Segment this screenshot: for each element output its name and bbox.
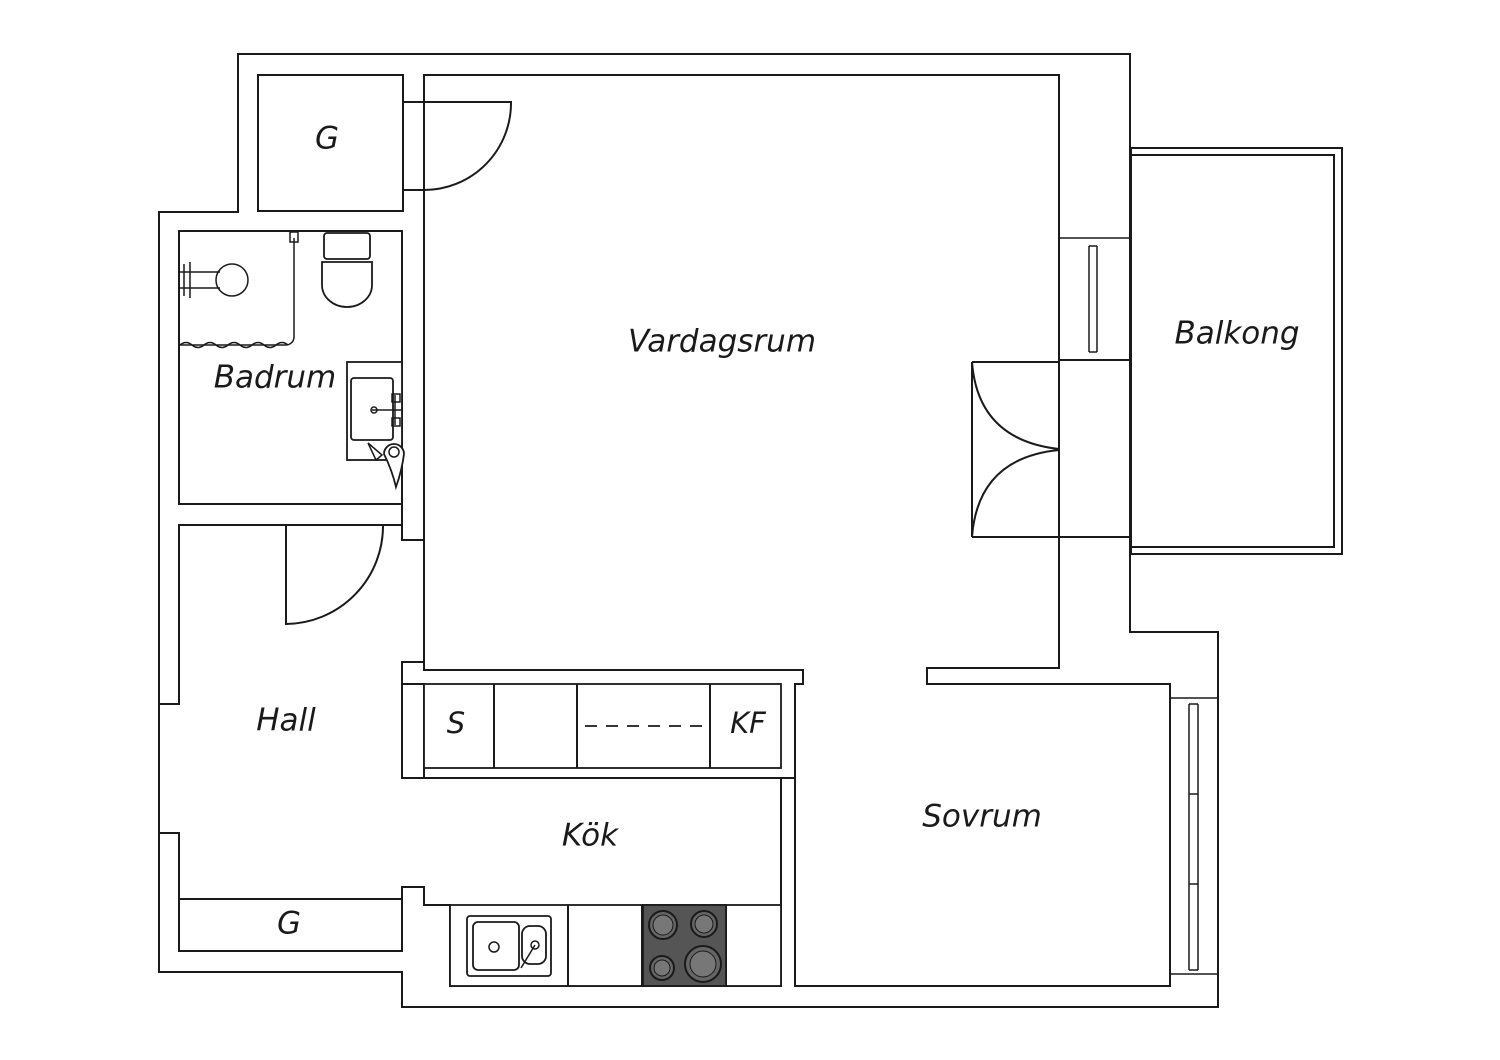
partition-closet <box>402 75 425 211</box>
shower-icon <box>179 231 299 349</box>
living-window-glass <box>1088 245 1098 353</box>
label-closet-bottom: G <box>277 906 301 942</box>
partition-bath-hall <box>179 190 425 541</box>
closet-bottom <box>178 898 403 952</box>
closet-top <box>257 74 404 212</box>
kitchen-upper-counter <box>401 661 804 779</box>
toilet-icon <box>321 232 373 308</box>
label-bathroom: Badrum <box>214 360 337 396</box>
balcony-door-gap <box>973 363 1058 536</box>
label-bedroom: Sovrum <box>922 799 1042 835</box>
label-sink-unit: S <box>447 706 465 740</box>
label-living-room: Vardagsrum <box>628 324 816 360</box>
label-fridge-freezer: KF <box>730 706 767 740</box>
stove-icon <box>642 904 727 987</box>
living-window <box>1058 237 1132 361</box>
label-balcony: Balkong <box>1174 316 1299 352</box>
label-closet-top: G <box>315 121 339 157</box>
balcony-door-arc-top <box>971 361 1060 450</box>
closet-door <box>423 101 513 191</box>
bedroom-window <box>1169 697 1219 975</box>
towel-hook-icon <box>367 442 405 491</box>
label-hall: Hall <box>256 703 316 739</box>
label-kitchen: Kök <box>562 818 619 854</box>
balcony-door-frame <box>1059 359 1131 538</box>
balcony-door-arc-bottom <box>971 449 1060 538</box>
kitchen-sink-icon <box>466 915 552 977</box>
bedroom-window-glass <box>1188 703 1199 971</box>
bathroom-door <box>285 524 402 626</box>
